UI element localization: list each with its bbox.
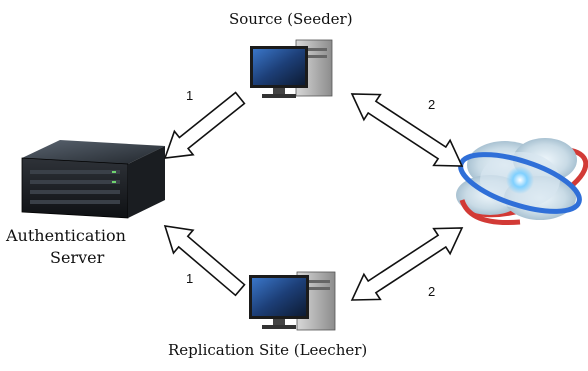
cloud-network-icon bbox=[456, 138, 588, 226]
auth-server-label-line1: Authentication bbox=[6, 226, 126, 245]
arrow-source-to-auth bbox=[163, 91, 246, 159]
source-computer-icon bbox=[250, 39, 333, 98]
auth-server-label-line2: Server bbox=[50, 248, 105, 267]
arrow-replication-to-auth bbox=[163, 225, 246, 297]
source-label: Source (Seeder) bbox=[229, 10, 353, 28]
replication-label: Replication Site (Leecher) bbox=[168, 341, 368, 359]
replication-computer-icon bbox=[249, 271, 336, 331]
double-arrow-replication-cloud bbox=[350, 227, 464, 301]
authentication-server-icon bbox=[21, 140, 165, 219]
double-arrow-source-cloud bbox=[350, 93, 464, 167]
arrows-layer bbox=[163, 91, 464, 301]
edge-label-replication-cloud: 2 bbox=[428, 284, 436, 299]
edge-label-replication-auth: 1 bbox=[186, 271, 194, 286]
edge-label-source-cloud: 2 bbox=[428, 97, 436, 112]
edge-label-source-auth: 1 bbox=[186, 88, 194, 103]
